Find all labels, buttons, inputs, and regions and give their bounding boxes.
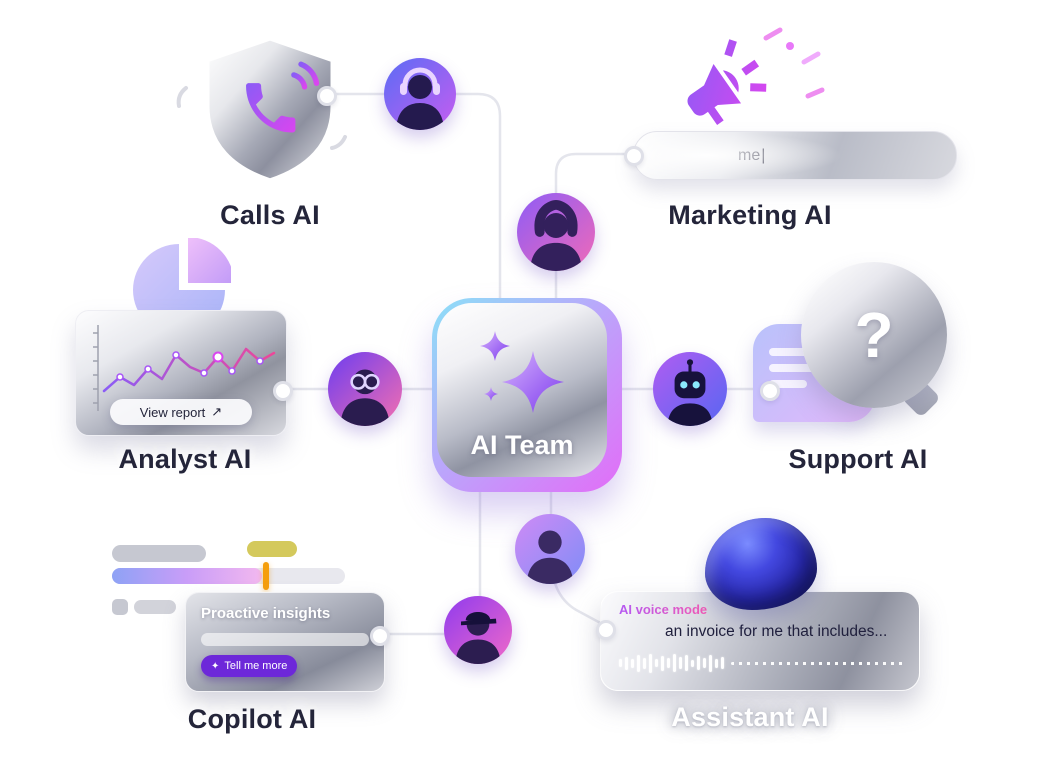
woman-agent-avatar (517, 193, 595, 271)
voice-waveform (619, 652, 903, 674)
line-chart-icon (93, 325, 276, 411)
ai-sparkle-icon (480, 331, 564, 413)
chat-line (769, 348, 833, 356)
calls-ai-label: Calls AI (220, 200, 320, 230)
pie-slice-small (188, 238, 231, 283)
skeleton-icon-square (112, 599, 128, 615)
tell-me-more-label: Tell me more (224, 660, 288, 672)
skeleton-highlight-pill (247, 541, 297, 557)
silhouette-agent-avatar (515, 514, 585, 584)
chat-bubbles-icon: ? (753, 262, 949, 432)
ai-team-title: AI Team (470, 430, 574, 460)
insights-title: Proactive insights (201, 605, 331, 622)
connection-dot-copilot (370, 626, 390, 646)
marketing-ai-label: Marketing AI (668, 200, 832, 230)
robot-agent-avatar (653, 352, 727, 426)
voice-mode-badge: AI voice mode (619, 602, 708, 617)
ai-team-card-inner: AI Team (437, 303, 607, 477)
voice-blob-icon (705, 518, 817, 610)
connection-dot-assistant (596, 620, 616, 640)
connection-dot-analyst (273, 381, 293, 401)
progress-marker (263, 562, 269, 590)
shield-icon (206, 37, 334, 182)
analyst-ai-label: Analyst AI (118, 444, 252, 474)
voice-waveform-bars (619, 653, 724, 673)
signal-waves-icon (291, 61, 320, 90)
headset-agent-avatar (384, 58, 456, 130)
support-ai-label: Support AI (788, 444, 928, 474)
voice-waveform-dots (731, 661, 903, 665)
connection-dot-marketing (624, 146, 644, 166)
copilot-ai-label: Copilot AI (187, 704, 317, 734)
chat-line (769, 380, 807, 388)
progress-track (112, 562, 345, 590)
chat-bubble-tail (901, 378, 941, 418)
connection-dot-support (760, 381, 780, 401)
ai-team-card: AI Team (432, 298, 622, 492)
marketing-input-value: me (738, 146, 761, 164)
chat-bubble-front: ? (801, 262, 947, 418)
skeleton-pill-small (134, 600, 176, 614)
insights-skeleton-line (201, 633, 369, 646)
view-report-label: View report (139, 404, 206, 420)
cap-agent-avatar (444, 596, 512, 664)
voice-message: an invoice for me that includes... (665, 623, 888, 640)
shield-accent-right (330, 135, 347, 150)
connector-marketing (554, 152, 634, 302)
shield-accent-left (176, 86, 188, 108)
marketing-input[interactable]: me| (633, 131, 957, 180)
assistant-ai-label: Assistant AI (671, 702, 829, 732)
proactive-insights-card: Proactive insights ✦ Tell me more (185, 592, 385, 692)
text-cursor: | (761, 146, 766, 164)
skeleton-pill (112, 545, 206, 562)
connection-dot-calls (317, 86, 337, 106)
tell-me-more-button[interactable]: ✦ Tell me more (201, 655, 298, 677)
glasses-agent-avatar (328, 352, 402, 426)
external-link-icon: ↗ (211, 404, 223, 419)
analyst-report-card: View report ↗ (75, 310, 287, 436)
chat-line (769, 364, 819, 372)
question-mark: ? (854, 299, 894, 371)
sparks-icon (763, 27, 825, 99)
megaphone-icon (687, 39, 767, 125)
phone-icon (246, 83, 296, 133)
view-report-button[interactable]: View report ↗ (110, 399, 252, 425)
connector-calls (323, 92, 502, 302)
progress-fill (112, 568, 262, 584)
shield-phone-icon (206, 37, 334, 182)
sparkle-icon: ✦ (211, 660, 220, 672)
